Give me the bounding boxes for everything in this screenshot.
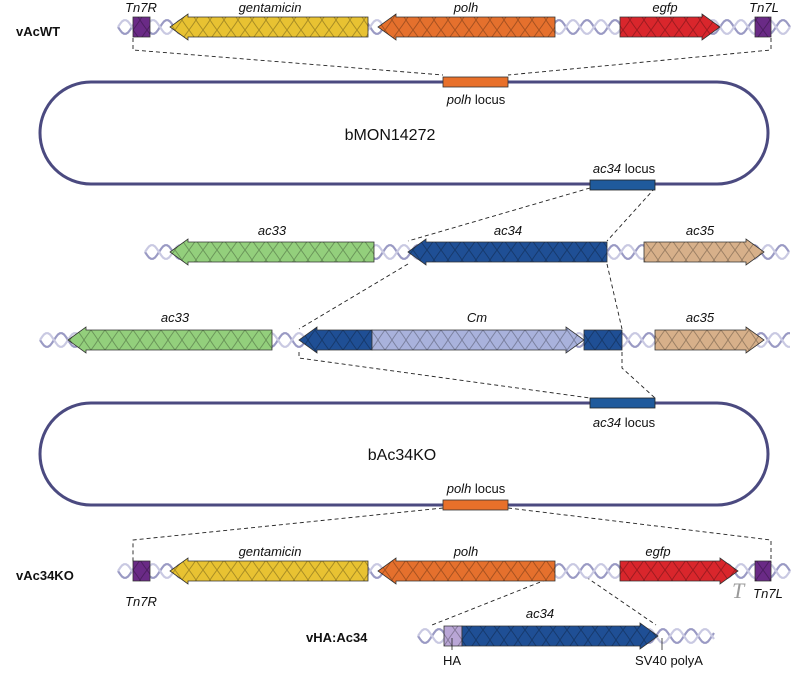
construct-vacwt-label: vAcWT: [16, 24, 60, 39]
polh-arrow-bottom: [377, 557, 556, 585]
cm-arrow: [371, 326, 585, 354]
gene-label-tn7r-bottom: Tn7R: [125, 594, 157, 609]
construct-vac34ko-label: vAc34KO: [16, 568, 74, 583]
bacmid-bac34ko-label: bAc34KO: [368, 447, 436, 464]
ac34-arrow-wt: [407, 238, 608, 266]
ac35-arrow-wt: [643, 238, 765, 266]
gene-label-tn7l-bottom: Tn7L: [753, 586, 783, 601]
gene-label-ac35-wt: ac35: [686, 223, 715, 238]
gentamicin-arrow-top: [169, 13, 369, 41]
ac33-arrow-ko: [67, 326, 273, 354]
polh-locus-box-top: [442, 76, 509, 88]
egfp-arrow-bottom: [619, 557, 739, 585]
gene-label-tn7r-top: Tn7R: [125, 0, 157, 15]
gene-label-ac33-wt: ac33: [258, 223, 287, 238]
polh-arrow-top: [377, 13, 556, 41]
gene-label-ac34-ha: ac34: [526, 606, 554, 621]
gene-label-gentamicin-bottom: gentamicin: [239, 544, 302, 559]
sv40-polya-label: SV40 polyA: [635, 653, 703, 668]
ac33-arrow-wt: [169, 238, 375, 266]
bacmid-bmon14272-label: bMON14272: [345, 127, 436, 144]
tn7r-box-top: [132, 16, 151, 38]
bacmid-bac34ko-backbone: [38, 401, 770, 507]
gene-label-ac34-wt: ac34: [494, 223, 522, 238]
gene-label-ac33-ko: ac33: [161, 310, 190, 325]
polh-locus-label-bottom: polh locus: [446, 481, 506, 496]
ac34-locus-box-top: [589, 179, 656, 191]
ha-tag-box: [443, 625, 463, 647]
tn7r-box-bottom: [132, 560, 151, 582]
ac34-arrow-ha: [461, 622, 659, 650]
ac34-fragment-3prime: [583, 329, 623, 351]
gene-label-egfp-bottom: egfp: [645, 544, 670, 559]
gene-label-tn7l-top: Tn7L: [749, 0, 779, 15]
gene-label-gentamicin-top: gentamicin: [239, 0, 302, 15]
ac34-fragment-5prime: [298, 326, 373, 354]
ac34-locus-box-bottom: [589, 397, 656, 409]
tn7l-box-bottom: [754, 560, 772, 582]
egfp-arrow-top: [619, 13, 721, 41]
polh-locus-label-top: polh locus: [446, 92, 506, 107]
polh-locus-box-bottom: [442, 499, 509, 511]
gene-label-polh-bottom: polh: [453, 544, 479, 559]
terminator-symbol: T: [732, 578, 746, 603]
ac34-locus-label-top: ac34 locus: [593, 161, 656, 176]
gene-label-cm: Cm: [467, 310, 487, 325]
ac34-locus-label-bottom: ac34 locus: [593, 415, 656, 430]
construct-vha-ac34-label: vHA:Ac34: [306, 630, 368, 645]
gene-label-ac35-ko: ac35: [686, 310, 715, 325]
gene-features: [67, 13, 772, 650]
gene-label-polh-top: polh: [453, 0, 479, 15]
tn7l-box-top: [754, 16, 772, 38]
ha-tag-label: HA: [443, 653, 461, 668]
bacmid-bmon14272-backbone: [38, 80, 770, 186]
gentamicin-arrow-bottom: [169, 557, 369, 585]
mapping-lines: [132, 38, 772, 626]
gene-label-egfp-top: egfp: [652, 0, 677, 15]
ac35-arrow-ko: [654, 326, 765, 354]
